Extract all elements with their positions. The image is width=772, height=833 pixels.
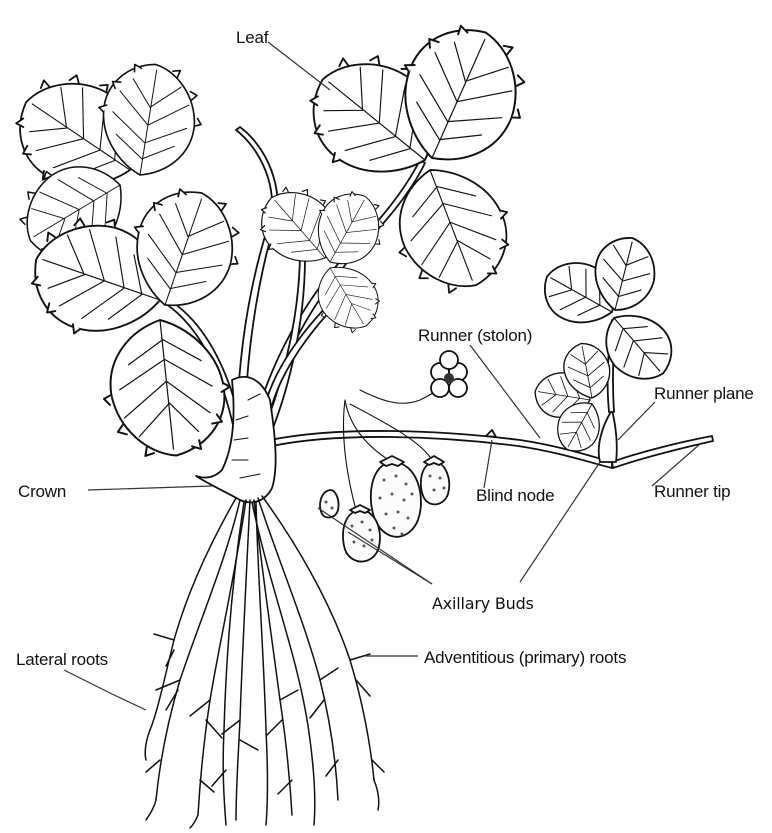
label-crown: Crown (18, 482, 66, 502)
label-leaf: Leaf (236, 28, 268, 48)
label-blind-node: Blind node (476, 486, 554, 506)
label-lateral-roots: Lateral roots (16, 650, 108, 670)
label-runner-tip: Runner tip (654, 482, 730, 502)
label-runner-stolon: Runner (stolon) (418, 326, 532, 346)
flower (360, 351, 467, 403)
label-axillary-buds: Axillary Buds (432, 594, 534, 613)
leaf-top-right (286, 7, 546, 306)
label-runner-plane: Runner plane (654, 384, 754, 404)
strawberries (320, 400, 449, 562)
label-adventitious-roots: Adventitious (primary) roots (424, 648, 626, 668)
